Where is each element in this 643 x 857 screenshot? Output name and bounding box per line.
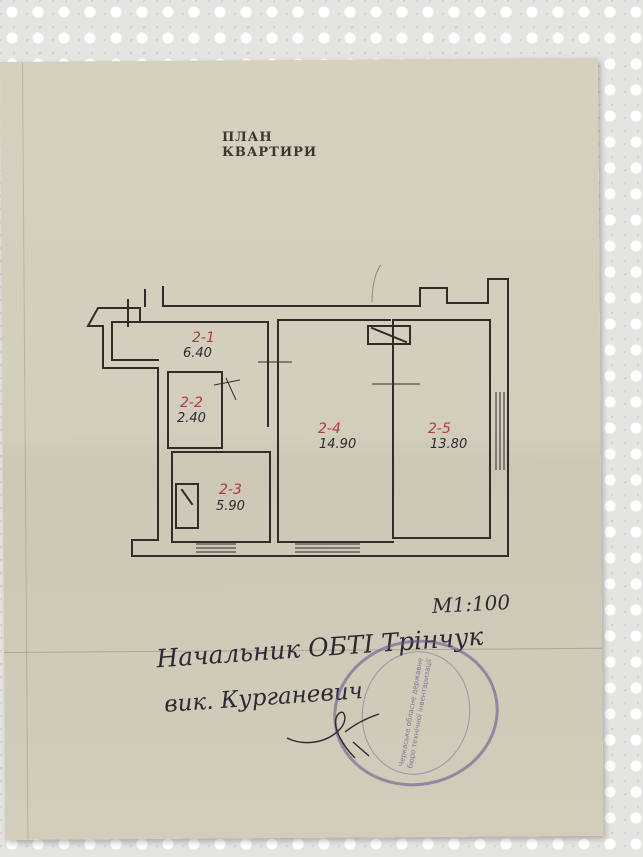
chimney-block — [367, 325, 411, 345]
room-number: 2-2 — [180, 395, 203, 411]
room-2-5: 2-5 13.80 — [428, 421, 467, 452]
room-2-1: 2-1 6.40 — [183, 330, 215, 361]
door-mark-3 — [213, 377, 241, 401]
room-area: 2.40 — [177, 411, 206, 426]
window-right — [495, 392, 505, 470]
wall-corridor-top — [111, 321, 269, 427]
room-number: 2-5 — [428, 421, 451, 437]
room-2-2: 2-2 2.40 — [177, 395, 206, 426]
wall-room-2-3 — [171, 451, 271, 543]
room-area: 14.90 — [319, 437, 356, 452]
pencil-guideline — [371, 264, 382, 303]
window-bottom-1 — [196, 543, 236, 553]
room-area: 13.80 — [430, 437, 467, 452]
room-number: 2-4 — [318, 421, 341, 437]
room-area: 6.40 — [183, 346, 212, 361]
room-number: 2-3 — [219, 482, 242, 498]
room-area: 5.90 — [216, 499, 245, 514]
scale-note: М1:100 — [431, 589, 511, 619]
document-title: ПЛАН КВАРТИРИ — [222, 130, 318, 160]
outer-wall — [86, 278, 509, 557]
wall-room-2-5-frame — [392, 319, 491, 539]
wall-room-2-2 — [167, 371, 223, 449]
outer-wall-inner — [111, 321, 159, 361]
room-2-3: 2-3 5.90 — [216, 482, 245, 514]
bath-fixture — [175, 483, 199, 529]
window-bottom-2 — [295, 543, 360, 553]
handwritten-signature — [286, 711, 380, 759]
room-2-4: 2-4 14.90 — [318, 421, 356, 452]
room-number: 2-1 — [192, 330, 215, 346]
